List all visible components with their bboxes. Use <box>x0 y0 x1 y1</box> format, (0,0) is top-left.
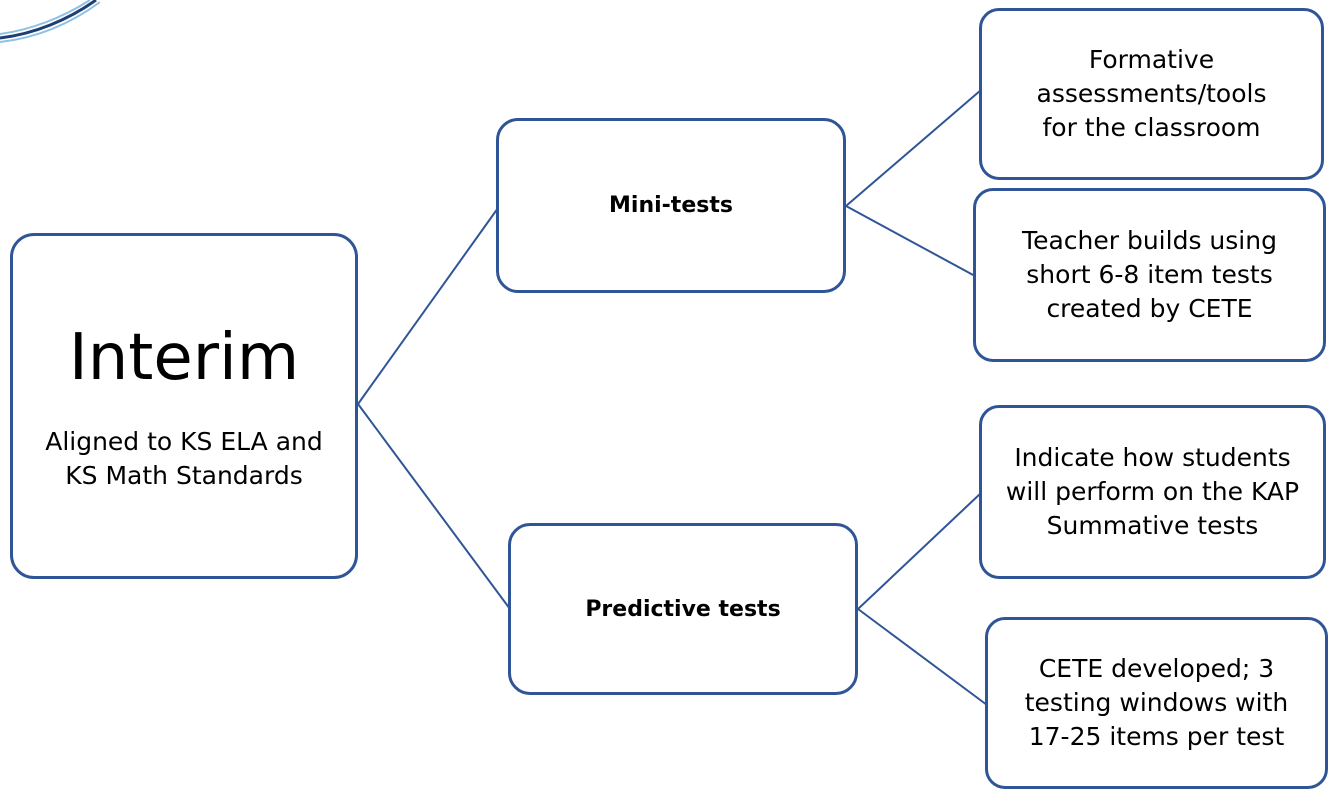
branch-node-predictive-tests: Predictive tests <box>508 523 858 695</box>
connector-mini-tests-to-formative <box>845 89 982 207</box>
root-title: Interim <box>68 321 300 395</box>
leaf-node-indicate-performance: Indicate how students will perform on th… <box>979 405 1326 579</box>
leaf-text-teacher-builds: Teacher builds using short 6-8 item test… <box>1022 226 1277 323</box>
connector-predictive-to-cete-developed <box>857 608 988 706</box>
leaf-node-cete-developed: CETE developed; 3 testing windows with 1… <box>985 617 1328 789</box>
leaf-text-indicate-performance: Indicate how students will perform on th… <box>1005 443 1300 540</box>
root-node-interim: Interim Aligned to KS ELA and KS Math St… <box>10 233 358 579</box>
branch-label-mini-tests: Mini-tests <box>609 193 733 218</box>
branch-node-mini-tests: Mini-tests <box>496 118 846 293</box>
swoosh-logo-icon <box>0 0 100 43</box>
leaf-text-formative-assessments: Formative assessments/tools for the clas… <box>1036 45 1267 142</box>
root-subtitle: Aligned to KS ELA and KS Math Standards <box>45 427 323 490</box>
connector-root-to-predictive-tests <box>357 403 511 610</box>
leaf-node-teacher-builds: Teacher builds using short 6-8 item test… <box>973 188 1326 362</box>
connector-root-to-mini-tests <box>357 207 499 405</box>
leaf-text-cete-developed: CETE developed; 3 testing windows with 1… <box>1024 654 1289 751</box>
connector-predictive-to-indicate <box>857 492 982 610</box>
branch-label-predictive-tests: Predictive tests <box>585 596 781 622</box>
connector-mini-tests-to-teacher-builds <box>845 205 976 277</box>
leaf-node-formative-assessments: Formative assessments/tools for the clas… <box>979 8 1324 180</box>
